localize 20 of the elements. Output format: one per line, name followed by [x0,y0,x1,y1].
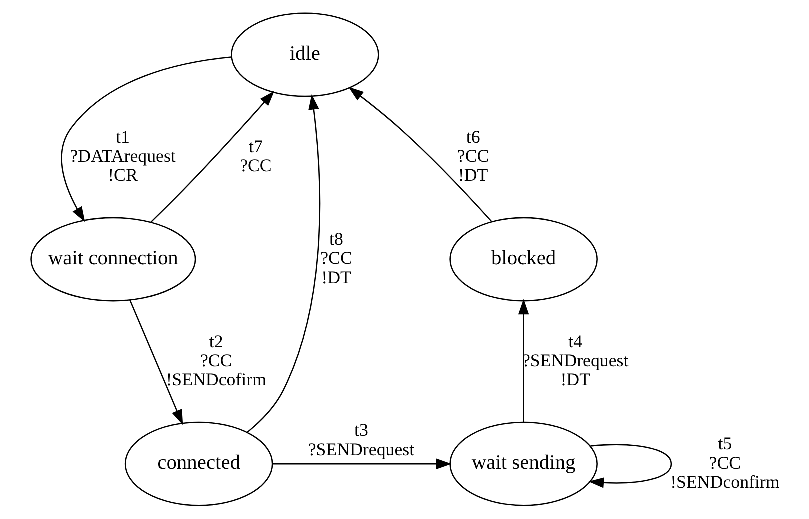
node-ellipse: wait sending [449,422,598,506]
node-ellipse: idle [230,12,379,98]
arrow [588,444,672,488]
edge-label: t5 ?CC !SENDconfirm [670,434,780,492]
edge-label: t3 ?SENDrequest [308,420,414,460]
edge-label: t1 ?DATArequest !CR [70,126,176,186]
node-ellipse: connected [124,422,273,506]
arrow [150,91,274,223]
edge-label: t7 ?CC [240,136,272,176]
arrow [518,299,529,422]
edge-label: t6 ?CC !DT [456,126,489,186]
node-ellipse: blocked [449,217,598,302]
arrow [272,458,452,470]
edge-label: t2 ?CC !SENDcofirm [166,331,266,390]
edge-label: t8 ?CC !DT [320,229,352,288]
node-ellipse: wait connection [30,217,196,302]
arrow [129,300,183,426]
arrow [246,94,320,433]
arrow [348,87,492,222]
arrow [60,56,232,222]
